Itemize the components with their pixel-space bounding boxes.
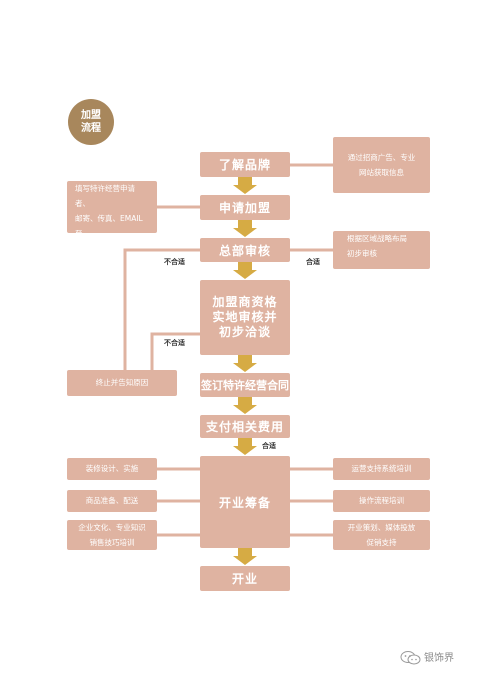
note-decor: 装修设计、实施 — [67, 458, 157, 480]
note-fill-line-3: 梦推总部 — [75, 244, 105, 253]
process-badge: 加盟 流程 — [68, 99, 114, 145]
step-onsite-line-1: 加盟商资格 — [212, 295, 278, 309]
note-region: 根据区域战略布局 初步审核 — [333, 231, 430, 269]
step-hq-review: 总部审核 — [200, 238, 290, 262]
badge-line-1: 加盟 — [81, 110, 101, 121]
note-ads-line-1: 通过招商广告、专业 — [347, 153, 416, 162]
label-fit-2: 合适 — [262, 442, 276, 450]
watermark: 银饰界 — [400, 649, 454, 665]
arrow-2 — [233, 220, 257, 237]
note-fill-line-2: 邮寄、传真、EMAIL至 — [75, 214, 143, 238]
note-culture-line-1: 企业文化、专业知识 — [78, 523, 146, 532]
label-unfit-1: 不合适 — [164, 258, 185, 266]
note-fill-line-1: 填写特许经营申请者、 — [75, 184, 135, 208]
note-region-line-2: 初步审核 — [347, 249, 377, 258]
note-ads-line-2: 网站获取信息 — [359, 168, 404, 177]
arrow-5 — [233, 397, 257, 414]
step-opening-prep: 开业筹备 — [200, 456, 290, 548]
note-ops-system: 运营支持系统培训 — [333, 458, 430, 480]
step-apply: 申请加盟 — [200, 195, 290, 220]
note-process: 操作流程培训 — [333, 490, 430, 512]
label-fit-1: 合适 — [306, 258, 320, 266]
note-culture-line-2: 销售技巧培训 — [89, 538, 135, 547]
note-culture: 企业文化、专业知识 销售技巧培训 — [67, 520, 157, 550]
step-open: 开业 — [200, 566, 290, 591]
connector-reject-2 — [150, 332, 200, 370]
step-onsite-review: 加盟商资格 实地审核并 初步洽谈 — [200, 280, 290, 355]
arrow-3 — [233, 262, 257, 279]
connector-reject-1 — [123, 248, 200, 370]
note-terminate: 终止并告知原因 — [67, 370, 177, 396]
step-pay-fees: 支付相关费用 — [200, 415, 290, 438]
step-onsite-line-3: 初步洽谈 — [218, 325, 271, 339]
note-ads: 通过招商广告、专业 网站获取信息 — [333, 137, 430, 193]
note-fill-application: 填写特许经营申请者、 邮寄、传真、EMAIL至 梦推总部 — [67, 181, 157, 253]
note-planning-line-2: 促销支持 — [366, 538, 397, 547]
note-region-line-1: 根据区域战略布局 — [347, 234, 407, 243]
arrow-4 — [233, 355, 257, 372]
step-onsite-line-2: 实地审核并 — [212, 310, 278, 324]
note-goods: 商品准备、配送 — [67, 490, 157, 512]
arrow-1 — [233, 177, 257, 194]
step-sign-contract: 签订特许经营合同 — [200, 373, 290, 397]
note-planning-line-1: 开业策划、媒体投放 — [347, 523, 416, 532]
note-planning: 开业策划、媒体投放 促销支持 — [333, 520, 430, 550]
watermark-text: 银饰界 — [424, 653, 454, 664]
wechat-icon — [400, 651, 421, 665]
step-understand-brand: 了解品牌 — [200, 152, 290, 177]
arrow-6 — [233, 438, 257, 455]
label-unfit-2: 不合适 — [164, 339, 185, 347]
badge-line-2: 流程 — [81, 123, 101, 134]
arrow-7 — [233, 548, 257, 565]
